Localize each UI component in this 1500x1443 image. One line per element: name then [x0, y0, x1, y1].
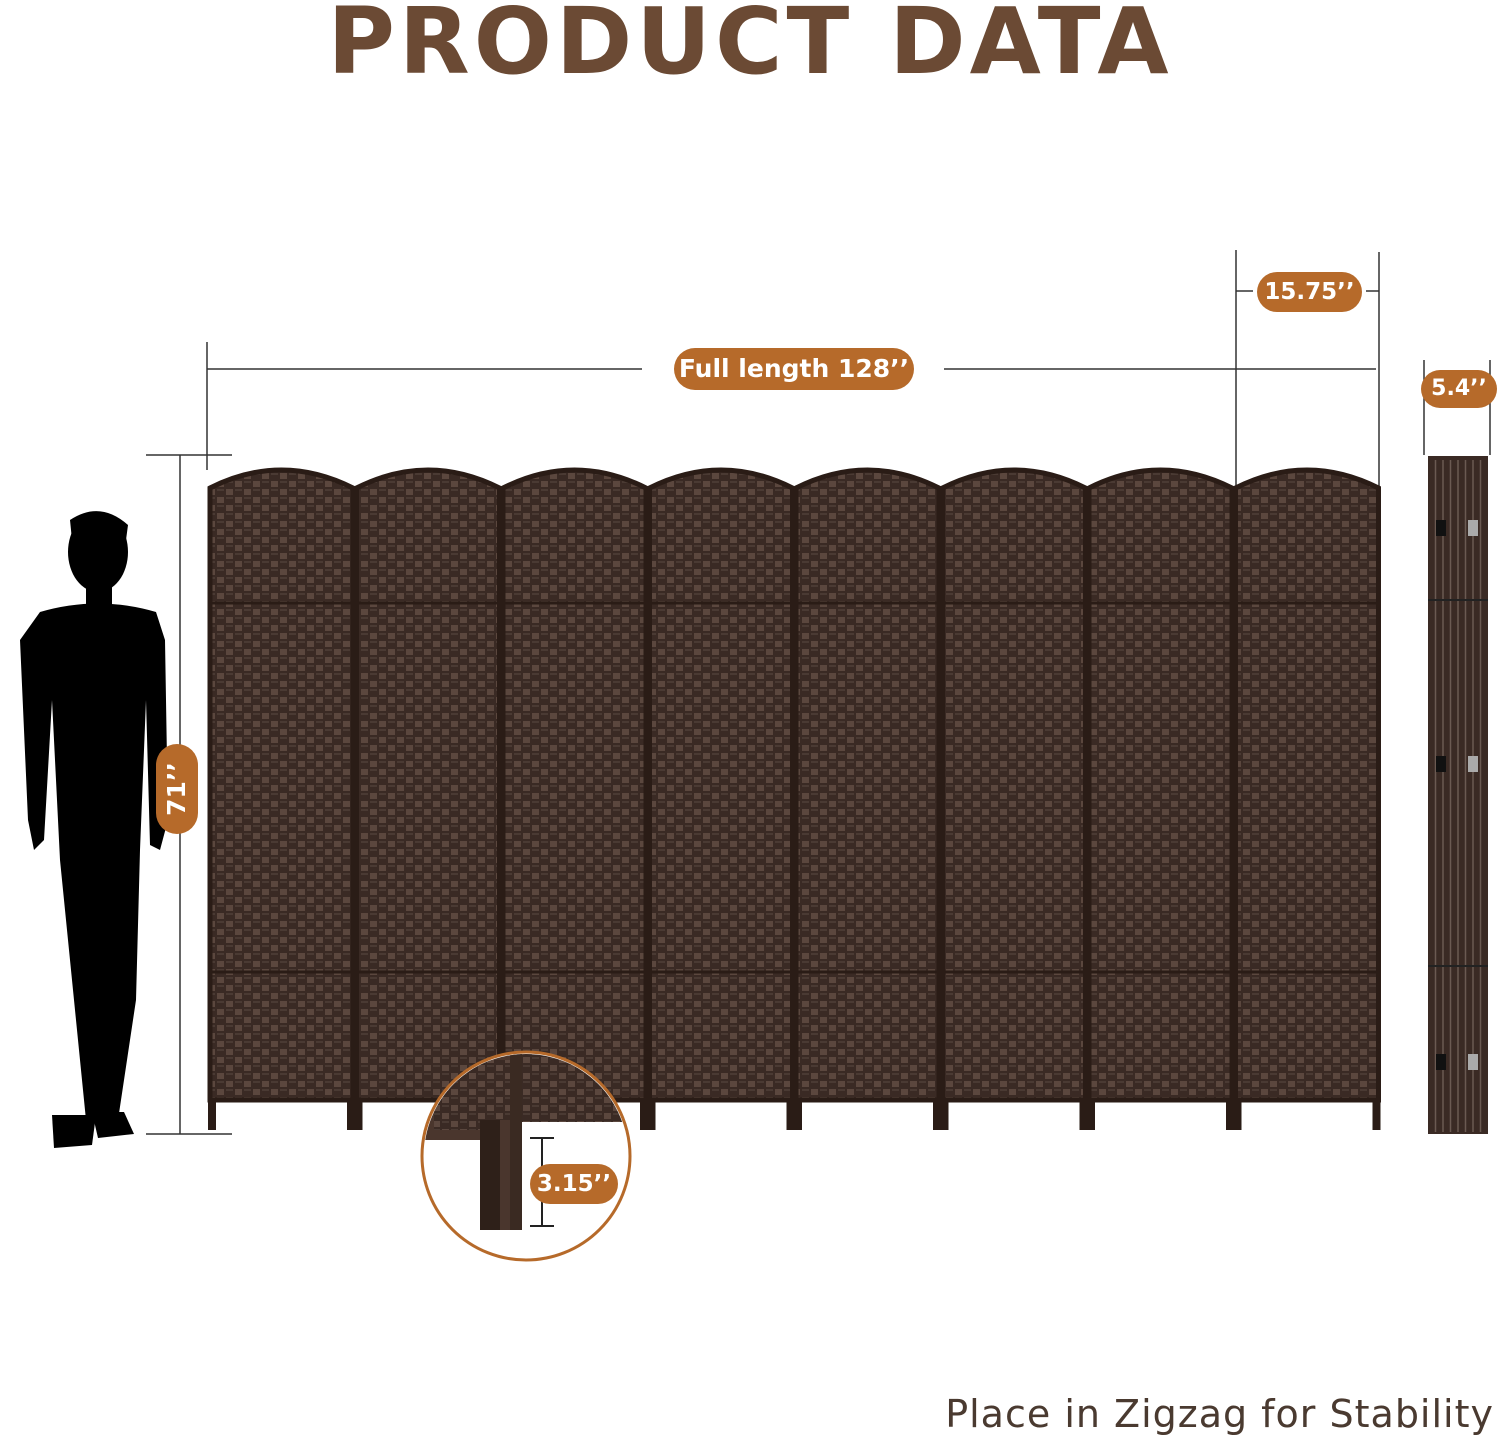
divider-panel: [207, 467, 356, 1130]
room-divider-panels: [207, 467, 1381, 1130]
full-length-dimension-line: [206, 342, 1376, 470]
panel-width-badge: 15.75’’: [1257, 272, 1362, 312]
divider-panel: [1233, 467, 1381, 1130]
folded-thickness-badge: 5.4’’: [1421, 370, 1497, 408]
divider-panel: [793, 467, 942, 1130]
foot-height-badge: 3.15’’: [530, 1164, 618, 1204]
stability-note: Place in Zigzag for Stability: [945, 1392, 1494, 1436]
person-silhouette-icon: [20, 511, 168, 1148]
foot-detail-magnifier-icon: [420, 1050, 632, 1262]
divider-panel: [354, 467, 502, 1130]
page-title: PRODUCT DATA: [327, 0, 1173, 95]
divider-panel: [940, 467, 1088, 1130]
divider-panel: [1086, 467, 1235, 1130]
divider-panel: [647, 467, 795, 1130]
full-length-badge: Full length 128’’: [674, 348, 914, 390]
divider-panel: [500, 467, 649, 1130]
height-badge: 71’’: [156, 744, 198, 834]
folded-side-view: [1428, 456, 1488, 1134]
